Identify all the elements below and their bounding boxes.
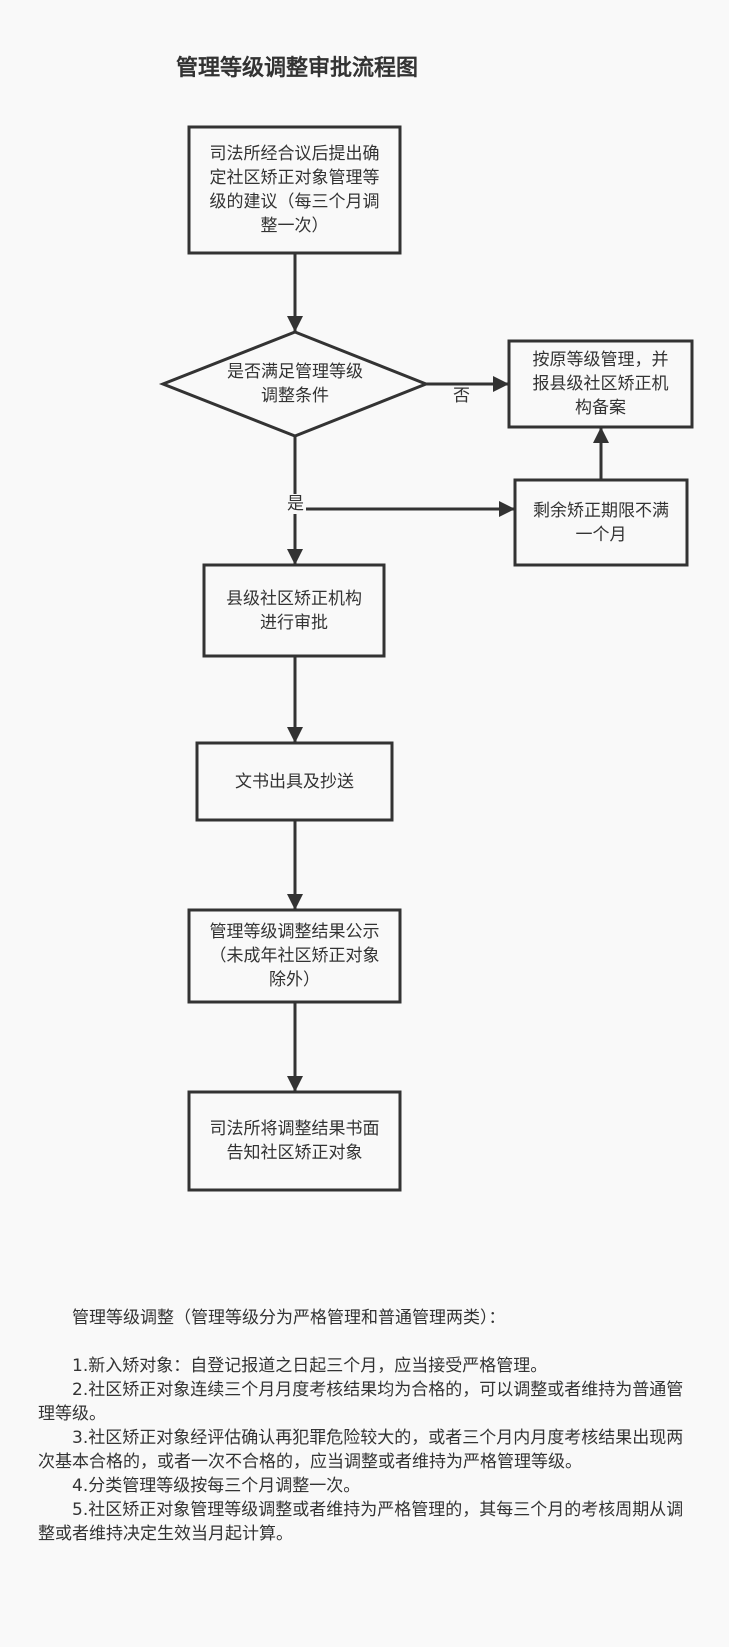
node-keep-original-text: 按原等级管理，并报县级社区矫正机构备案 (532, 350, 669, 418)
node-condition-text: 是否满足管理等级调整条件 (227, 362, 363, 406)
node-publicity-text: 管理等级调整结果公示（未成年社区矫正对象除外） (209, 922, 380, 990)
node-county-approval-text: 县级社区矫正机构进行审批 (226, 588, 362, 633)
node-documents-text: 文书出具及抄送 (235, 771, 354, 792)
notes-item: 1.新入矫对象：自登记报道之日起三个月，应当接受严格管理。 (72, 1356, 548, 1376)
node-notify-text: 司法所将调整结果书面告知社区矫正对象 (209, 1119, 380, 1163)
edge-label-yes: 是 (285, 494, 306, 514)
node-start-text: 司法所经合议后提出确定社区矫正对象管理等级的建议（每三个月调整一次） (209, 144, 380, 236)
node-notify-box (187, 1090, 402, 1192)
edge-label-no: 否 (453, 386, 470, 406)
notes-item: 4.分类管理等级按每三个月调整一次。 (72, 1476, 361, 1496)
notes-item: 2.社区矫正对象连续三个月月度考核结果均为合格的，可以调整或者维持为普通管理等级… (38, 1380, 684, 1424)
notes-item: 5.社区矫正对象管理等级调整或者维持为严格管理的，其每三个月的考核周期从调整或者… (38, 1500, 684, 1544)
notes-item: 3.社区矫正对象经评估确认再犯罪危险较大的，或者三个月内月度考核结果出现两次基本… (38, 1428, 684, 1472)
flowchart (158, 125, 694, 1192)
node-remaining-term-text: 剩余矫正期限不满一个月 (533, 500, 669, 545)
notes-heading: 管理等级调整（管理等级分为严格管理和普通管理两类）： (72, 1308, 506, 1328)
node-start-box (187, 125, 402, 255)
page-title: 管理等级调整审批流程图 (176, 56, 419, 81)
notes-section: 管理等级调整（管理等级分为严格管理和普通管理两类）： 1.新入矫对象：自登记报道… (38, 1306, 688, 1546)
